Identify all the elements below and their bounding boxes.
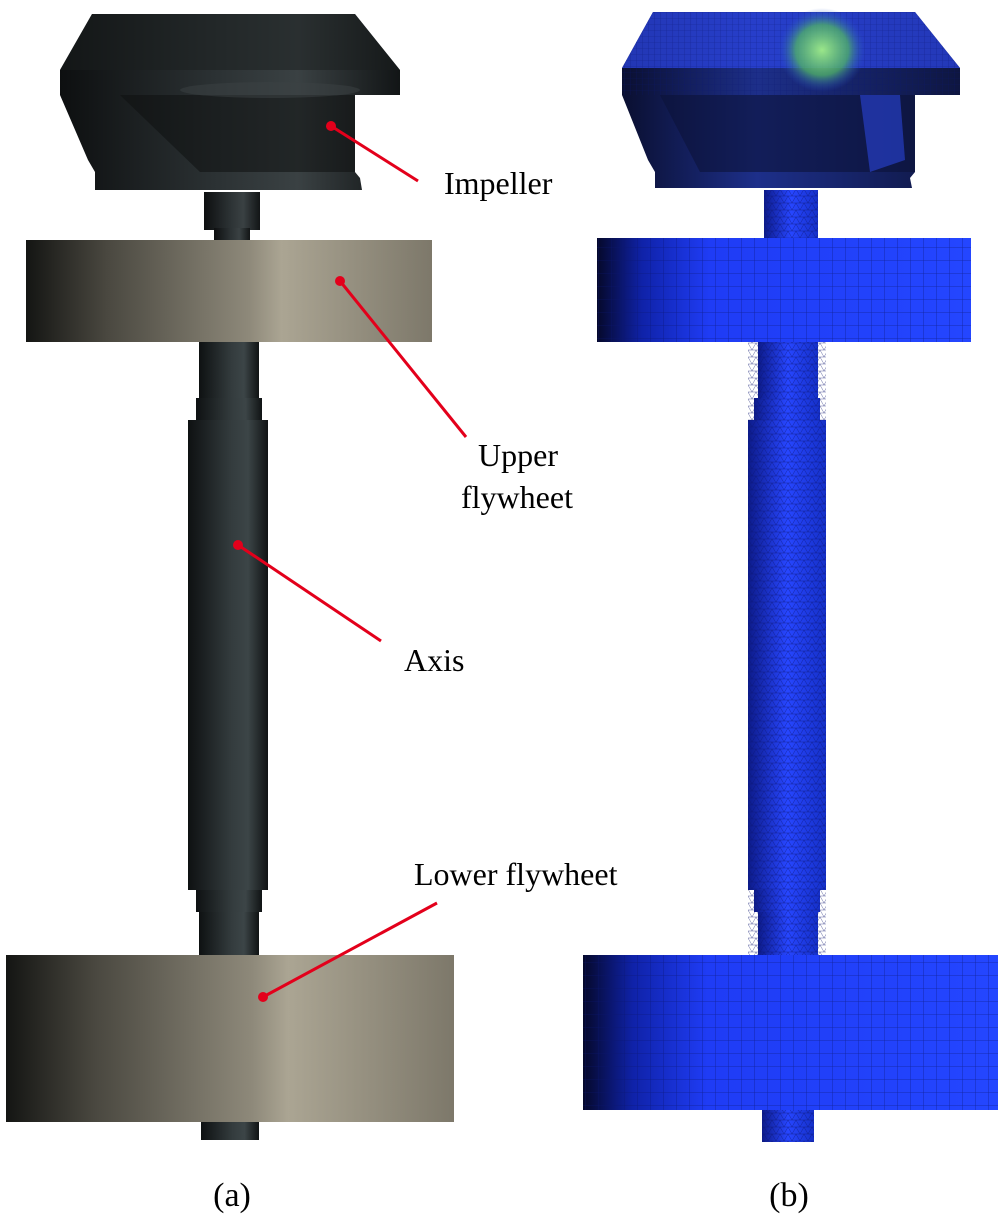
lower-flywheel-leader-line — [262, 901, 438, 999]
upper-flywheel-label-line2: flywheet — [461, 479, 573, 515]
impeller-neck-a — [204, 192, 260, 230]
stress-hotspot — [778, 8, 866, 92]
impeller-leader-line — [330, 124, 419, 183]
upper-flywheel-leader-dot — [335, 276, 345, 286]
axis-leader-dot — [233, 540, 243, 550]
axis-leader-line — [237, 543, 382, 643]
lower-flywheel-a — [6, 955, 454, 1122]
lower-flywheel-leader-dot — [258, 992, 268, 1002]
callouts: Impeller Upper flywheet Axis Lower flywh… — [233, 121, 618, 1002]
panel-a-caption: (a) — [213, 1177, 251, 1214]
impeller-label: Impeller — [444, 165, 553, 201]
axis-collar-a — [188, 420, 268, 890]
panel-b-mesh — [583, 8, 998, 1142]
panel-b-caption: (b) — [769, 1177, 809, 1214]
impeller-leader-dot — [326, 121, 336, 131]
panel-a-model — [6, 14, 454, 1140]
shaft-bottom-stub-a — [201, 1120, 259, 1140]
upper-flywheel-label-line1: Upper — [478, 437, 558, 473]
upper-flywheel-leader-line — [338, 280, 468, 438]
axis-label: Axis — [404, 642, 464, 678]
lower-flywheel-label: Lower flywheet — [414, 856, 618, 892]
upper-flywheel-a — [26, 240, 432, 342]
